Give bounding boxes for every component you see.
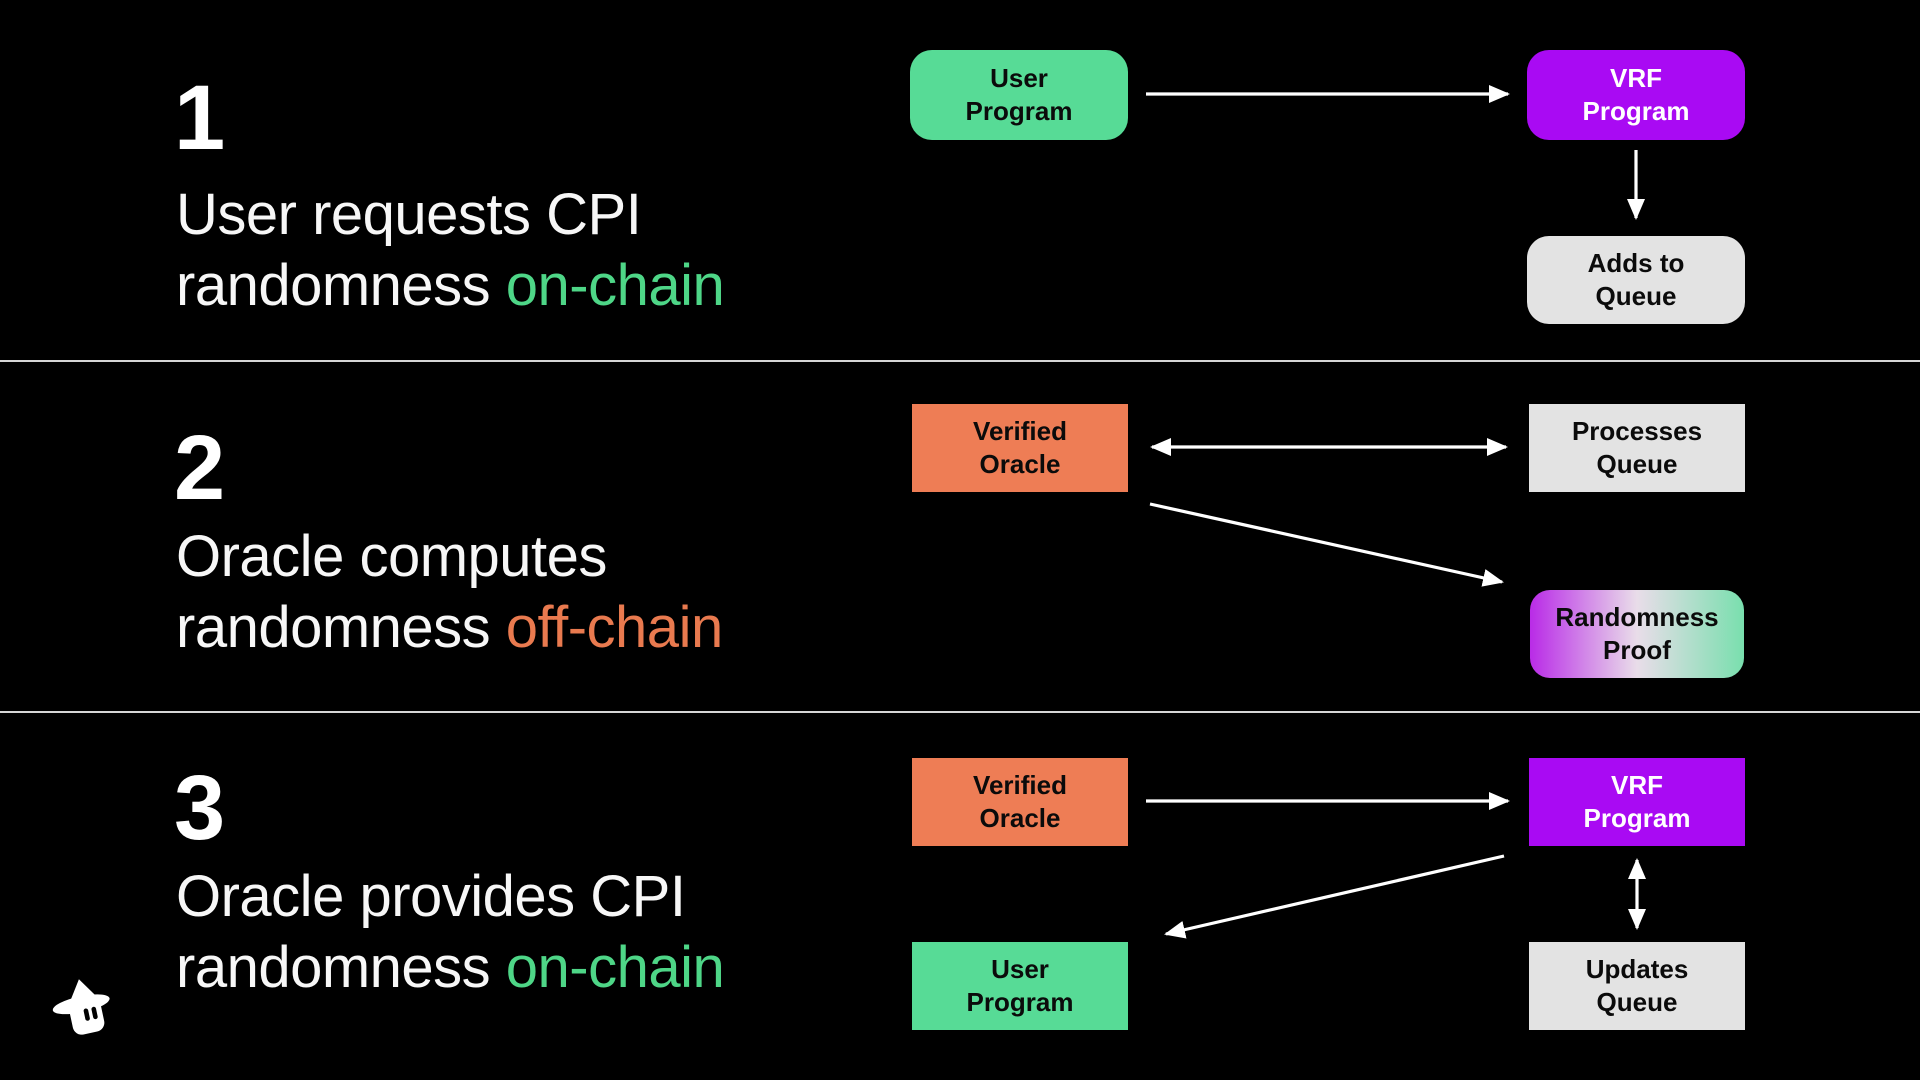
step-2-text: Oracle computes randomness off-chain <box>176 521 723 663</box>
wizard-mascot-icon <box>52 979 110 1035</box>
step-2-line-2: randomness off-chain <box>176 592 723 663</box>
step-2-number: 2 <box>174 417 226 519</box>
node-user-program-2: User Program <box>912 942 1128 1030</box>
step-1-highlight: on-chain <box>505 253 725 318</box>
step-3-line-1: Oracle provides CPI <box>176 864 686 929</box>
step-2-highlight: off-chain <box>505 595 723 660</box>
step-1-number: 1 <box>174 67 226 169</box>
step-3-highlight: on-chain <box>505 935 725 1000</box>
step-1-line-2: randomness on-chain <box>176 250 725 321</box>
node-vrf-program-2: VRF Program <box>1529 758 1745 846</box>
node-adds-to-queue: Adds to Queue <box>1527 236 1745 324</box>
node-user-program-1: User Program <box>910 50 1128 140</box>
step-3-line-2: randomness on-chain <box>176 932 725 1003</box>
node-randomness-proof: Randomness Proof <box>1530 590 1744 678</box>
node-updates-queue: Updates Queue <box>1529 942 1745 1030</box>
node-processes-queue: Processes Queue <box>1529 404 1745 492</box>
step-3-number: 3 <box>174 757 226 859</box>
step-1-line-2-prefix: randomness <box>176 253 506 318</box>
section-divider-1 <box>0 360 1920 362</box>
step-2-line-2-prefix: randomness <box>176 595 506 660</box>
step-1-line-1: User requests CPI <box>176 182 642 247</box>
section-divider-2 <box>0 711 1920 713</box>
node-vrf-program-1: VRF Program <box>1527 50 1745 140</box>
node-verified-oracle-2: Verified Oracle <box>912 758 1128 846</box>
step-1-text: User requests CPI randomness on-chain <box>176 179 725 321</box>
step-3-line-2-prefix: randomness <box>176 935 506 1000</box>
step-3-text: Oracle provides CPI randomness on-chain <box>176 861 725 1003</box>
step-2-line-1: Oracle computes <box>176 524 607 589</box>
node-verified-oracle-1: Verified Oracle <box>912 404 1128 492</box>
